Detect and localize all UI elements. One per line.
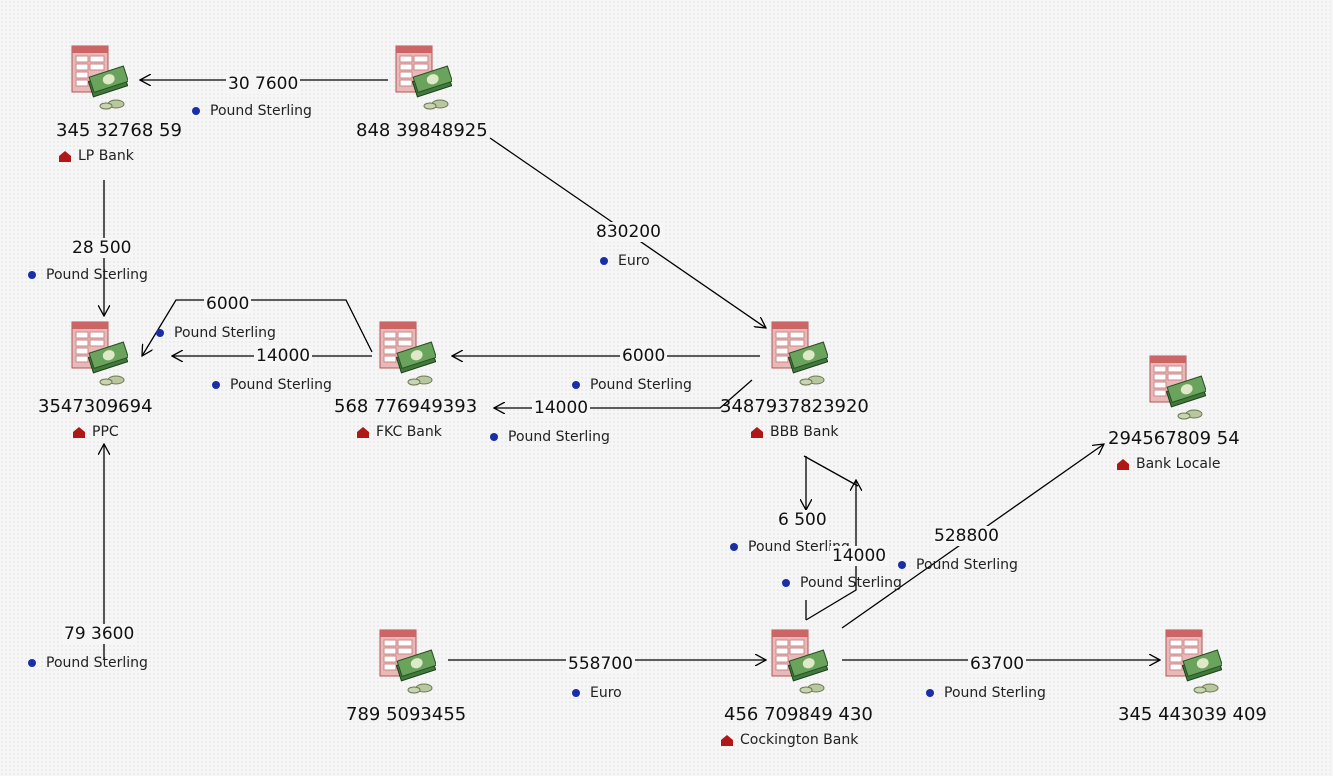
currency-dot-icon (212, 381, 220, 389)
bank-building-icon (751, 426, 763, 438)
account-ledger-icon (379, 321, 436, 386)
account-number: 789 5093455 (346, 704, 467, 725)
account-ledger-icon (1149, 355, 1206, 420)
bank-building-icon (357, 426, 369, 438)
currency-dot-icon (572, 381, 580, 389)
currency-dot-icon (782, 579, 790, 587)
currency-dot-icon (600, 257, 608, 265)
transfer-amount[interactable]: 6 500 (776, 510, 829, 530)
bank-label: PPC (72, 424, 119, 440)
account-number: 568 776949393 (334, 396, 478, 417)
currency-dot-icon (572, 689, 580, 697)
currency-dot-icon (730, 543, 738, 551)
bank-label: LP Bank (58, 148, 134, 164)
currency-dot-icon (192, 107, 200, 115)
account-ledger-icon (771, 321, 828, 386)
transfer-amount[interactable]: 28 500 (70, 238, 134, 258)
transfer-currency: Pound Sterling (156, 324, 276, 342)
transfer-amount[interactable]: 63700 (968, 654, 1027, 674)
currency-label: Pound Sterling (46, 655, 148, 671)
transfer-amount[interactable]: 6000 (620, 346, 668, 366)
account-ledger-icon (71, 321, 128, 386)
account-number: 3487937823920 (720, 396, 869, 417)
currency-dot-icon (926, 689, 934, 697)
currency-label: Pound Sterling (174, 325, 276, 341)
bank-label: BBB Bank (750, 424, 838, 440)
transfer-currency: Pound Sterling (212, 376, 332, 394)
bank-name: BBB Bank (770, 424, 839, 440)
account-ledger-icon (1165, 629, 1222, 694)
currency-dot-icon (28, 271, 36, 279)
transfer-edge-2[interactable] (142, 299, 373, 356)
currency-label: Pound Sterling (590, 377, 692, 393)
currency-dot-icon (156, 329, 164, 337)
account-number: 294567809 54 (1108, 428, 1240, 449)
transfer-currency: Euro (600, 252, 650, 270)
transfer-amount[interactable]: 79 3600 (62, 624, 137, 644)
transfer-currency: Pound Sterling (730, 538, 850, 556)
transfer-currency: Pound Sterling (572, 376, 692, 394)
currency-label: Pound Sterling (230, 377, 332, 393)
transfer-amount[interactable]: 14000 (830, 546, 889, 566)
bank-name: LP Bank (78, 148, 134, 164)
transfer-amount[interactable]: 30 7600 (226, 74, 301, 94)
account-number: 345 32768 59 (56, 120, 182, 141)
transfer-currency: Pound Sterling (490, 428, 610, 446)
bank-label: Bank Locale (1116, 456, 1221, 472)
currency-label: Pound Sterling (800, 575, 902, 591)
account-ledger-icon (395, 45, 452, 110)
account-ledger-icon (71, 45, 128, 110)
currency-label: Pound Sterling (748, 539, 850, 555)
transfer-currency: Pound Sterling (192, 102, 312, 120)
account-number: 345 443039 409 (1118, 704, 1267, 725)
account-number: 848 39848925 (356, 120, 488, 141)
currency-dot-icon (490, 433, 498, 441)
bank-building-icon (721, 734, 733, 746)
currency-dot-icon (28, 659, 36, 667)
bank-name: Bank Locale (1136, 456, 1221, 472)
account-number: 3547309694 (38, 396, 153, 417)
currency-label: Euro (590, 685, 622, 701)
currency-label: Pound Sterling (210, 103, 312, 119)
currency-dot-icon (898, 561, 906, 569)
bank-building-icon (73, 426, 85, 438)
transfer-amount[interactable]: 830200 (594, 222, 663, 242)
transfer-amount[interactable]: 14000 (254, 346, 313, 366)
bank-name: PPC (92, 424, 119, 440)
edge-connector-0 (803, 455, 859, 487)
transfer-edge-11[interactable] (805, 480, 856, 621)
bank-building-icon (1117, 458, 1129, 470)
transfer-currency: Pound Sterling (28, 266, 148, 284)
transfer-currency: Pound Sterling (782, 574, 902, 592)
transfer-currency: Euro (572, 684, 622, 702)
currency-label: Euro (618, 253, 650, 269)
bank-name: FKC Bank (376, 424, 442, 440)
bank-name: Cockington Bank (740, 732, 859, 748)
currency-label: Pound Sterling (46, 267, 148, 283)
account-number: 456 709849 430 (724, 704, 873, 725)
transfer-currency: Pound Sterling (898, 556, 1018, 574)
transfer-currency: Pound Sterling (28, 654, 148, 672)
account-ledger-icon (771, 629, 828, 694)
currency-label: Pound Sterling (916, 557, 1018, 573)
transfer-amount[interactable]: 14000 (532, 398, 591, 418)
account-ledger-icon (379, 629, 436, 694)
currency-label: Pound Sterling (944, 685, 1046, 701)
bank-label: FKC Bank (356, 424, 442, 440)
bank-building-icon (59, 150, 71, 162)
transfer-currency: Pound Sterling (926, 684, 1046, 702)
currency-label: Pound Sterling (508, 429, 610, 445)
transfer-amount[interactable]: 528800 (932, 526, 1001, 546)
transfer-amount[interactable]: 558700 (566, 654, 635, 674)
transfer-amount[interactable]: 6000 (204, 294, 252, 314)
bank-label: Cockington Bank (720, 732, 858, 748)
